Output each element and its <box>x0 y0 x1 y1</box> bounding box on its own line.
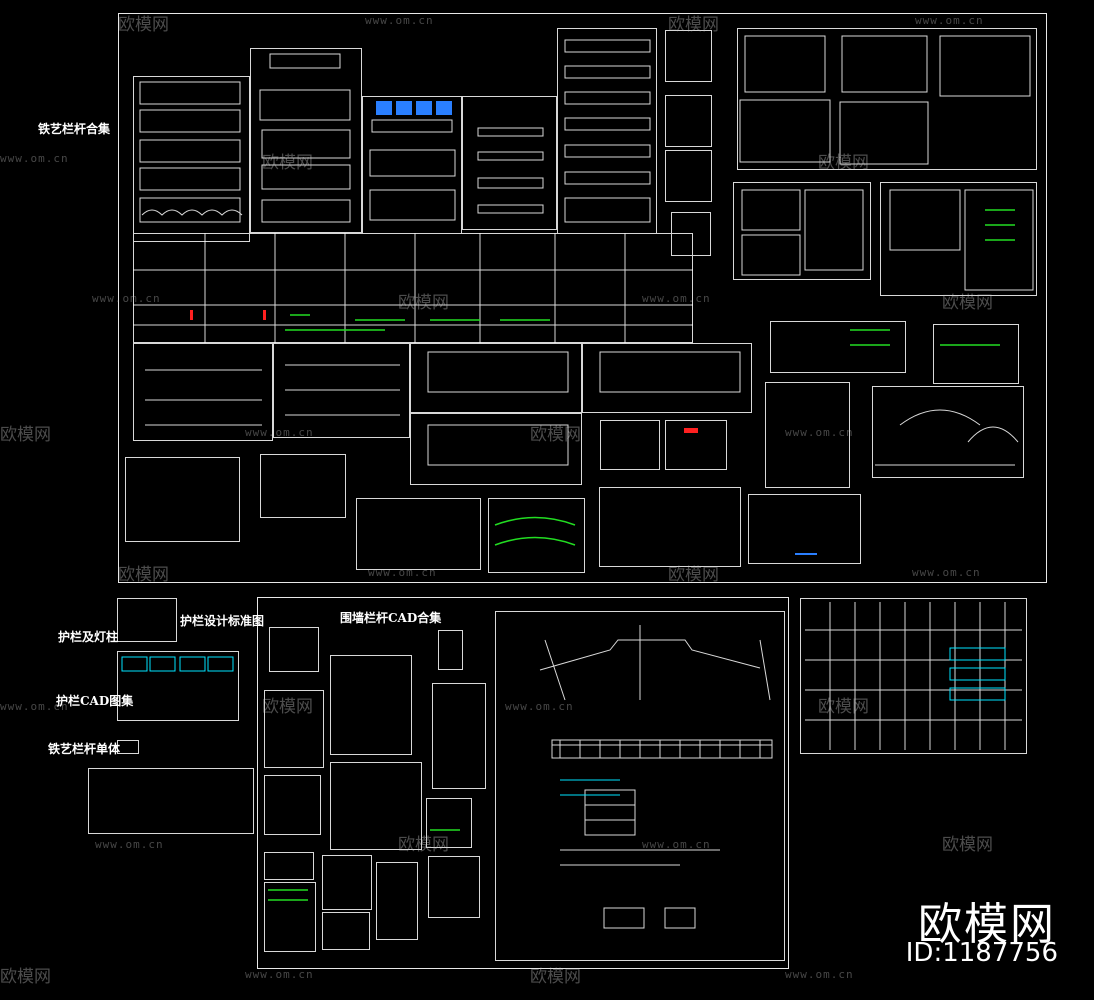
label-wall-railing-cad-collection: 围墙栏杆CAD合集 <box>340 611 442 625</box>
watermark-brand: 欧模网 <box>818 153 869 173</box>
brand-logo-text: 欧模网 <box>918 899 1056 950</box>
watermark-brand: 欧模网 <box>398 293 449 313</box>
main-elevation-sheet <box>495 611 785 961</box>
drawing-sheet <box>665 150 712 202</box>
drawing-sheet <box>88 768 254 834</box>
drawing-sheet <box>273 343 410 438</box>
drawing-sheet <box>133 233 693 343</box>
watermark-url: www.om.cn <box>785 968 854 981</box>
label-iron-railing-collection: 铁艺栏杆合集 <box>38 122 111 136</box>
watermark-url: www.om.cn <box>642 838 711 851</box>
watermark-url: www.om.cn <box>0 152 69 165</box>
drawing-sheet <box>671 212 711 256</box>
drawing-sheet <box>260 454 346 518</box>
drawing-sheet <box>880 182 1037 296</box>
watermark-brand: 欧模网 <box>530 967 581 987</box>
drawing-sheet <box>250 48 362 233</box>
drawing-sheet <box>264 882 316 952</box>
watermark-brand: 欧模网 <box>118 565 169 585</box>
drawing-sheet <box>264 775 321 835</box>
drawing-sheet <box>125 457 240 542</box>
drawing-sheet <box>665 420 727 470</box>
watermark-url: www.om.cn <box>505 700 574 713</box>
drawing-sheet <box>410 413 582 485</box>
drawing-sheet <box>872 386 1024 478</box>
watermark-url: www.om.cn <box>365 14 434 27</box>
drawing-sheet <box>117 740 139 754</box>
wall-railing-collection-frame <box>257 597 789 969</box>
drawing-sheet <box>488 498 585 573</box>
drawing-sheet <box>322 855 372 910</box>
drawing-sheet <box>426 798 472 848</box>
watermark-brand: 欧模网 <box>942 293 993 313</box>
watermark-url: www.om.cn <box>92 292 161 305</box>
drawing-sheet <box>432 683 486 789</box>
watermark-url: www.om.cn <box>245 968 314 981</box>
watermark-brand: 欧模网 <box>668 15 719 35</box>
drawing-sheet <box>770 321 906 373</box>
watermark-brand: 欧模网 <box>262 697 313 717</box>
watermark-url: www.om.cn <box>642 292 711 305</box>
watermark-brand: 欧模网 <box>398 835 449 855</box>
drawing-sheet <box>800 598 1027 754</box>
drawing-sheet <box>117 598 177 642</box>
drawing-sheet <box>133 343 273 441</box>
watermark-brand: 欧模网 <box>262 153 313 173</box>
label-guardrail-lamp-post: 护栏及灯柱 <box>58 630 119 644</box>
drawing-sheet <box>737 28 1037 170</box>
drawing-sheet <box>600 420 660 470</box>
drawing-sheet <box>765 382 850 488</box>
drawing-sheet <box>438 630 463 670</box>
watermark-brand: 欧模网 <box>0 425 51 445</box>
drawing-sheet <box>733 182 871 280</box>
drawing-sheet <box>264 690 324 768</box>
label-iron-railing-single: 铁艺栏杆单体 <box>48 742 121 756</box>
drawing-sheet <box>428 856 480 918</box>
watermark-brand: 欧模网 <box>818 697 869 717</box>
watermark-url: www.om.cn <box>785 426 854 439</box>
drawing-sheet <box>748 494 861 564</box>
drawing-sheet <box>665 95 712 147</box>
drawing-sheet <box>599 487 741 567</box>
label-guardrail-cad-set: 护栏CAD图集 <box>56 694 134 708</box>
watermark-url: www.om.cn <box>368 566 437 579</box>
watermark-brand: 欧模网 <box>942 835 993 855</box>
model-id: ID:1187756 <box>905 938 1058 968</box>
watermark-url: www.om.cn <box>0 700 69 713</box>
drawing-sheet <box>117 651 239 721</box>
drawing-sheet <box>933 324 1019 384</box>
watermark-url: www.om.cn <box>245 426 314 439</box>
drawing-sheet <box>330 762 422 850</box>
drawing-sheet <box>356 498 481 570</box>
drawing-sheet <box>322 912 370 950</box>
watermark-brand: 欧模网 <box>118 15 169 35</box>
drawing-sheet <box>264 852 314 880</box>
drawing-sheet <box>582 343 752 413</box>
watermark-url: www.om.cn <box>95 838 164 851</box>
drawing-sheet <box>330 655 412 755</box>
watermark-url: www.om.cn <box>915 14 984 27</box>
watermark-brand: 欧模网 <box>0 967 51 987</box>
watermark-brand: 欧模网 <box>668 565 719 585</box>
drawing-sheet <box>462 96 557 230</box>
drawing-sheet <box>133 76 250 242</box>
label-guardrail-design-standard: 护栏设计标准图 <box>180 614 265 628</box>
watermark-url: www.om.cn <box>912 566 981 579</box>
upper-collection-frame <box>118 13 1047 583</box>
drawing-sheet <box>376 862 418 940</box>
drawing-sheet <box>269 627 319 672</box>
drawing-sheet <box>410 343 582 413</box>
drawing-sheet <box>665 30 712 82</box>
watermark-brand: 欧模网 <box>530 425 581 445</box>
